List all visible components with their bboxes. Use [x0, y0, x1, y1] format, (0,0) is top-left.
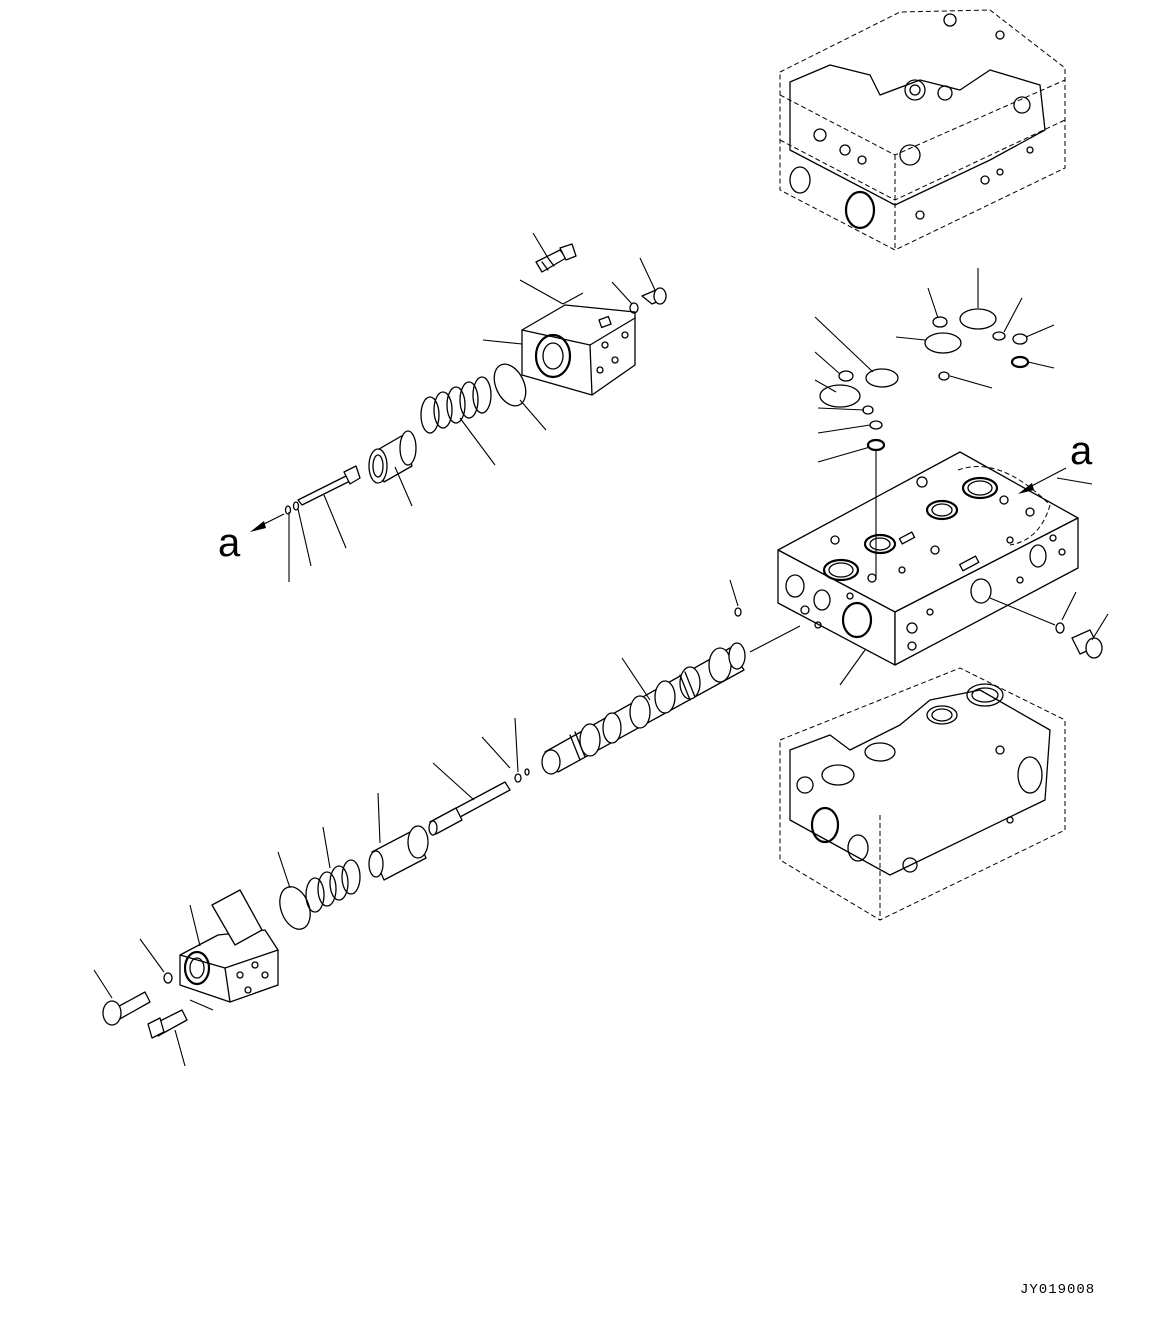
- main-spool: [541, 642, 746, 775]
- right-o-rings: [819, 308, 1030, 452]
- reference-arrow-right: [1018, 467, 1067, 494]
- upper-cap-bolt: [535, 243, 577, 273]
- upper-stopper-rod: [297, 465, 361, 506]
- upper-cap-plug: [629, 287, 667, 314]
- lower-spring-seat: [368, 825, 429, 881]
- part-leader-lines: [93, 232, 1109, 1067]
- valve-body-block: [777, 451, 1079, 666]
- phantom-valve-section-top: [779, 9, 1066, 251]
- assembly-centerlines: [189, 279, 1056, 1011]
- reference-marker-upper: a: [218, 521, 241, 565]
- lower-piston-rod: [428, 781, 511, 836]
- lower-cap-bolt: [147, 1009, 188, 1039]
- lower-spring: [305, 859, 361, 913]
- side-plug-right: [734, 607, 1103, 659]
- lower-pilot-cap: [179, 889, 279, 1003]
- reference-marker-right: a: [1070, 429, 1093, 473]
- lower-small-ring: [514, 768, 530, 783]
- upper-small-rings: [284, 501, 300, 515]
- upper-spring-seat: [368, 430, 417, 484]
- reference-arrow-upper: [250, 513, 285, 532]
- drawing-code: JY019008: [1020, 1282, 1095, 1298]
- upper-spring: [420, 376, 492, 434]
- lower-o-ring: [279, 886, 311, 930]
- phantom-valve-section-bottom: [779, 667, 1066, 921]
- upper-o-ring: [493, 363, 527, 407]
- lower-cap-plug: [102, 972, 173, 1026]
- upper-pilot-cap: [521, 304, 636, 396]
